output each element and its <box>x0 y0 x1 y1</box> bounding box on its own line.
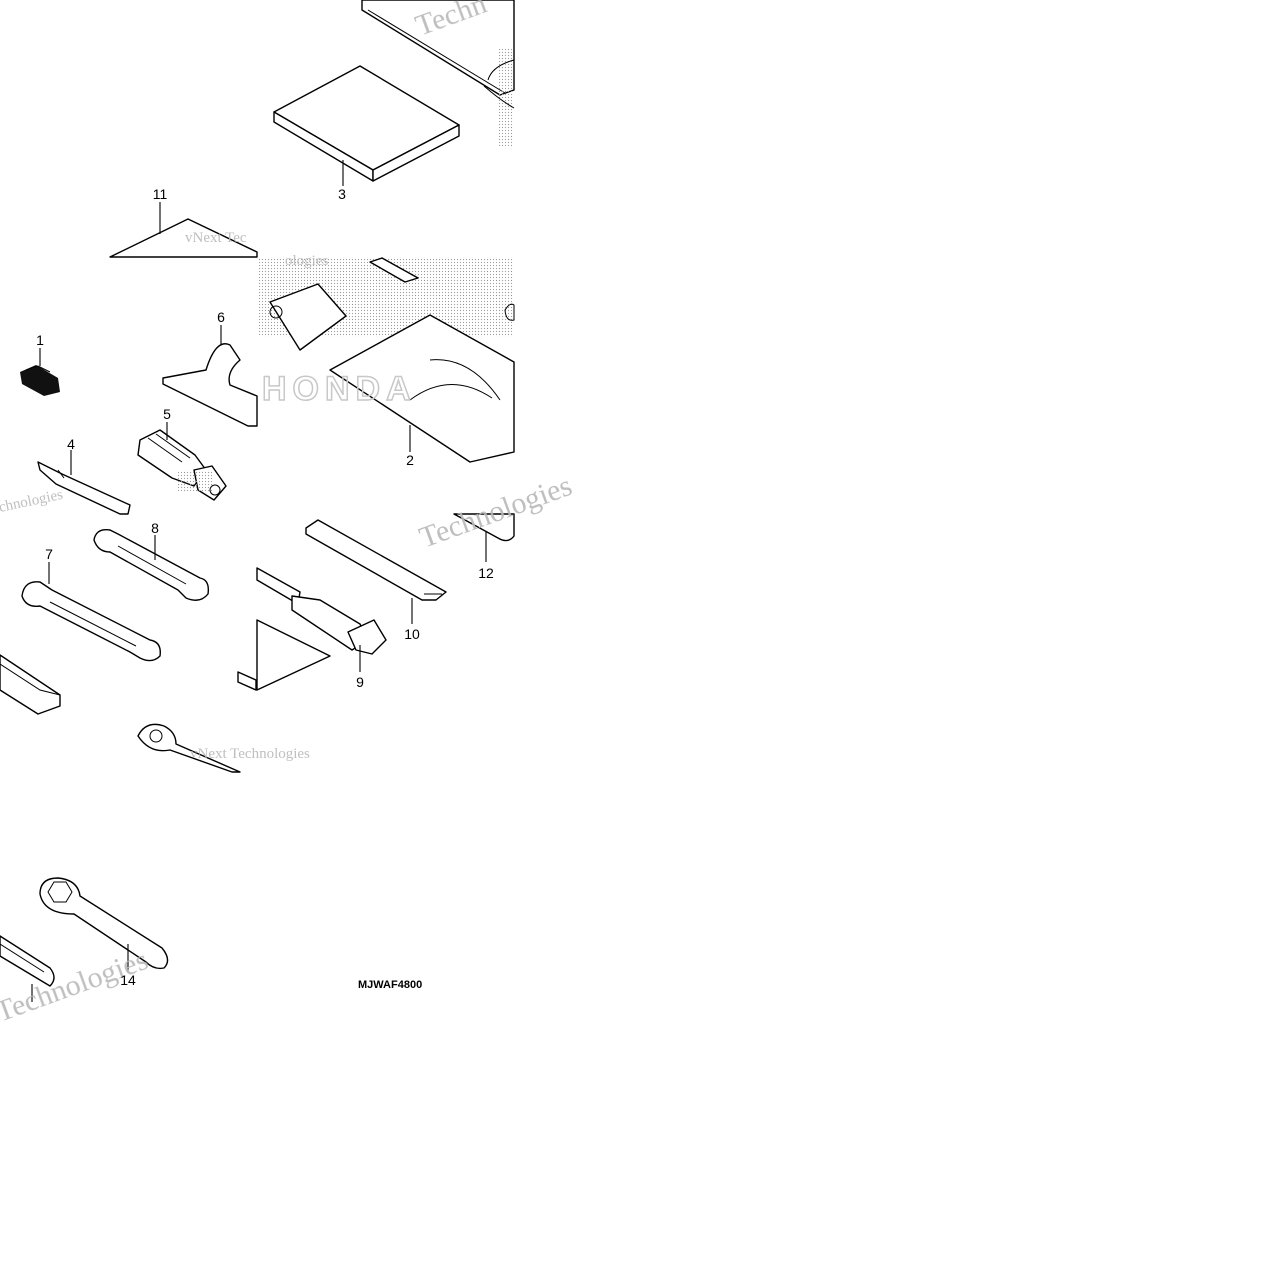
watermark-line: ologies <box>285 253 328 269</box>
watermark-line: vNext Technologies <box>190 746 310 762</box>
ring-wrench-part <box>137 723 241 773</box>
callouts: 3 11 6 1 5 4 2 8 7 12 10 9 14 <box>36 186 494 988</box>
watermark-line: chnologies <box>0 487 65 516</box>
callout-11: 11 <box>153 186 168 202</box>
watermark-line: vNext Tec <box>185 230 247 246</box>
callout-6: 6 <box>217 309 225 325</box>
callout-1: 1 <box>36 332 44 348</box>
wrench-7-part <box>21 562 161 662</box>
callout-5: 5 <box>163 406 171 422</box>
callout-9: 9 <box>356 674 364 690</box>
callout-8: 8 <box>151 520 159 536</box>
pin-spanner-part <box>162 325 258 427</box>
callout-12: 12 <box>478 565 494 581</box>
tool-bag-part <box>361 0 515 146</box>
flat-bar-part <box>0 654 61 715</box>
callout-2: 2 <box>406 452 414 468</box>
callout-7: 7 <box>45 546 53 562</box>
watermark-line: Technologies <box>415 469 576 555</box>
callout-3: 3 <box>338 186 346 202</box>
extension-bar-part <box>305 519 447 624</box>
screwdriver-part <box>137 422 227 501</box>
drawing-code: MJWAF4800 <box>358 979 422 991</box>
honda-tool-bag-part <box>257 257 515 463</box>
watermark: Techn Technologies vNext Tec ologies chn… <box>0 0 576 1029</box>
wrench-8-part <box>93 529 210 601</box>
callout-4: 4 <box>67 436 75 452</box>
spark-plug-wrench-part <box>256 567 387 672</box>
fuse-part <box>20 348 60 396</box>
svg-text:HONDA: HONDA <box>262 370 417 408</box>
document-sheet-part <box>109 202 258 258</box>
honda-logo: HONDA <box>261 369 417 409</box>
owners-manual-part <box>273 65 460 186</box>
callout-10: 10 <box>404 626 420 642</box>
hex-key-12-part <box>453 513 515 562</box>
plate-part <box>237 619 331 691</box>
screwdriver-bit-part <box>37 450 131 515</box>
ring-spanner-14-part <box>39 877 169 972</box>
callout-14: 14 <box>120 972 136 988</box>
hex-key-l-part <box>0 935 55 1002</box>
